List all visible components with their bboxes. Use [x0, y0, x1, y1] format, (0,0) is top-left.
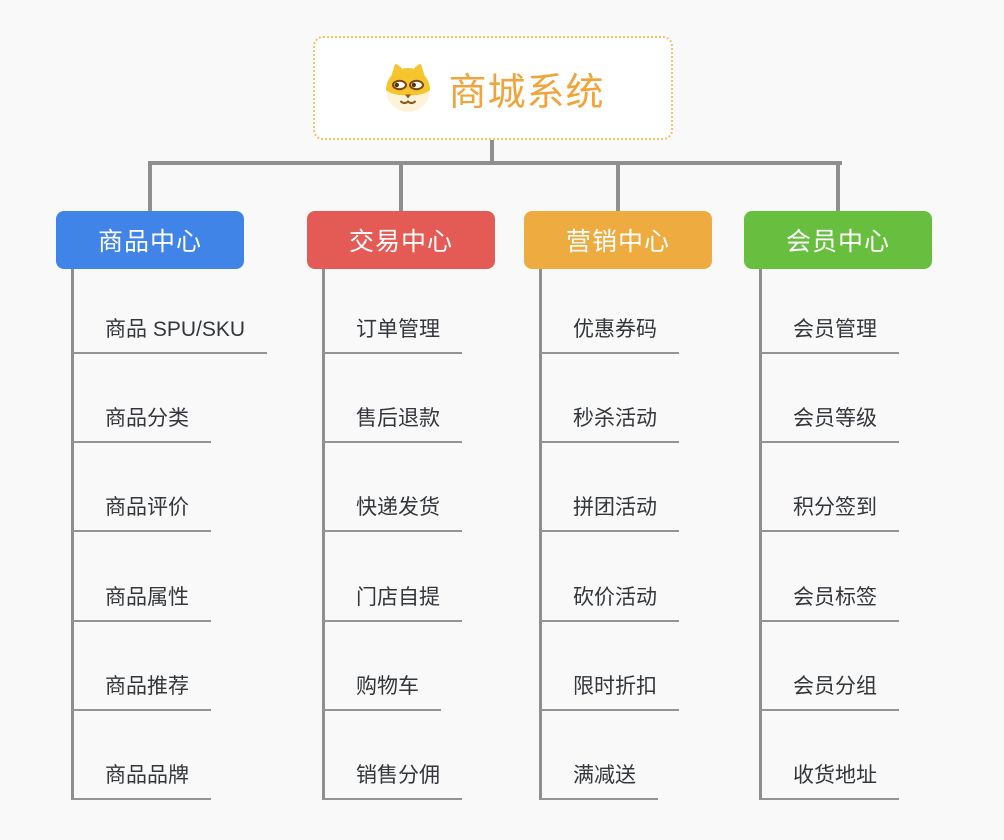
- root-title: 商城系统: [448, 71, 605, 114]
- topic-item[interactable]: 商品 SPU/SKU: [72, 315, 268, 354]
- branch-node[interactable]: 会员中心: [744, 211, 932, 269]
- branch-node-label: 会员中心: [785, 228, 890, 256]
- topic-item[interactable]: 会员标签: [760, 583, 899, 622]
- topic-item[interactable]: 限时折扣: [540, 672, 679, 711]
- topic-item[interactable]: 会员管理: [760, 315, 899, 354]
- topic-item[interactable]: 拼团活动: [540, 493, 679, 533]
- branch-stem-line: [322, 269, 325, 800]
- dog-icon: [386, 64, 431, 112]
- topic-item[interactable]: 商品评价: [72, 493, 211, 533]
- topic-item[interactable]: 积分签到: [760, 493, 899, 533]
- topic-item[interactable]: 会员分组: [760, 672, 899, 711]
- topic-item[interactable]: 收货地址: [760, 761, 899, 800]
- branch-node[interactable]: 营销中心: [524, 211, 712, 269]
- branch-spine-line: [148, 161, 842, 165]
- topic-item[interactable]: 商品推荐: [72, 672, 211, 711]
- topic-item[interactable]: 购物车: [323, 672, 441, 711]
- branch-drop-line: [148, 163, 152, 211]
- topic-item[interactable]: 订单管理: [323, 315, 462, 354]
- branch-node-label: 营销中心: [565, 228, 670, 256]
- topic-item[interactable]: 销售分佣: [323, 761, 462, 800]
- topic-item[interactable]: 秒杀活动: [540, 404, 679, 444]
- branch-node-label: 商品中心: [97, 228, 202, 256]
- topic-item[interactable]: 商品属性: [72, 583, 211, 622]
- branch-node[interactable]: 交易中心: [307, 211, 495, 269]
- topic-item[interactable]: 优惠券码: [540, 315, 679, 354]
- branch-node-label: 交易中心: [348, 228, 453, 256]
- topic-item[interactable]: 门店自提: [323, 583, 462, 622]
- topic-item[interactable]: 商品分类: [72, 404, 211, 444]
- branch-drop-line: [399, 163, 403, 211]
- topic-item[interactable]: 售后退款: [323, 404, 462, 444]
- branch-node[interactable]: 商品中心: [56, 211, 244, 269]
- root-stem-line: [490, 140, 494, 165]
- topic-item[interactable]: 砍价活动: [540, 583, 679, 622]
- branch-drop-line: [616, 163, 620, 211]
- branch-stem-line: [539, 269, 542, 800]
- topic-item[interactable]: 快递发货: [323, 493, 462, 533]
- topic-item[interactable]: 会员等级: [760, 404, 899, 444]
- branch-stem-line: [759, 269, 762, 800]
- root-node[interactable]: 商城系统: [313, 36, 673, 140]
- branch-stem-line: [71, 269, 74, 800]
- branch-drop-line: [836, 163, 840, 211]
- topic-item[interactable]: 商品品牌: [72, 761, 211, 800]
- topic-item[interactable]: 满减送: [540, 761, 658, 800]
